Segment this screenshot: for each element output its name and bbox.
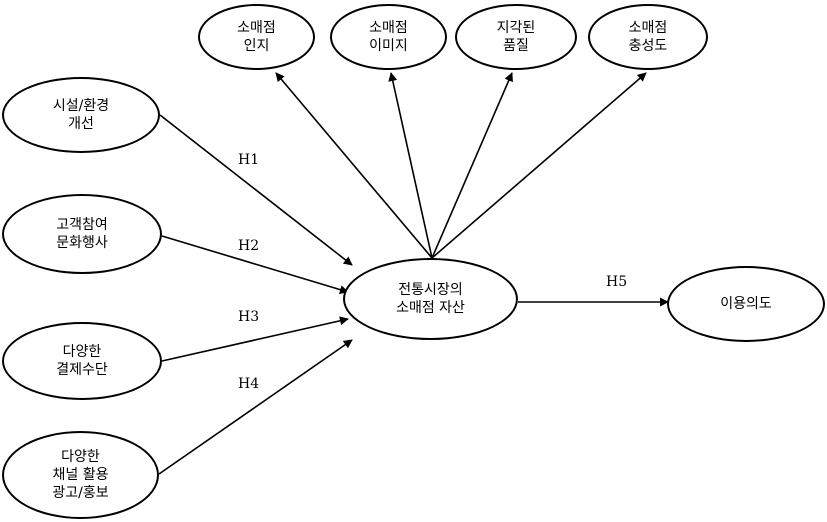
label-h5: H5 — [606, 274, 628, 290]
node-payment-methods: 다양한 결제수단 — [2, 322, 162, 400]
node-usage-intention: 이용의도 — [667, 266, 825, 342]
node-line: 품질 — [503, 38, 529, 54]
node-line: 이용의도 — [720, 296, 772, 312]
node-line: 채널 활용 — [52, 467, 109, 483]
node-line: 고객참여 — [56, 217, 108, 233]
edge-payment-methods-to-traditional-market-equity — [161, 316, 349, 362]
node-line: 다양한 — [61, 449, 100, 465]
node-traditional-market-equity: 전통시장의 소매점 자산 — [343, 258, 518, 340]
edge-traditional-market-equity-to-store-awareness — [275, 72, 433, 259]
node-line: 이미지 — [369, 38, 408, 54]
node-line: 결제수단 — [56, 362, 108, 378]
edge-traditional-market-equity-to-store-loyalty — [431, 72, 647, 259]
edge-channel-advertising-to-traditional-market-equity — [158, 339, 353, 475]
label-h3: H3 — [238, 309, 260, 325]
edge-customer-events-to-traditional-market-equity — [161, 235, 349, 294]
node-line: 지각된 — [496, 20, 536, 36]
edge-traditional-market-equity-to-perceived-quality — [431, 72, 513, 259]
edge-traditional-market-equity-to-store-image — [388, 72, 433, 259]
node-line: 시설/환경 — [52, 98, 110, 114]
label-h2: H2 — [238, 238, 260, 254]
node-customer-events: 고객참여 문화행사 — [2, 194, 162, 274]
node-facility-improvement: 시설/환경 개선 — [2, 77, 160, 153]
node-line: 광고/홍보 — [52, 485, 109, 501]
node-store-loyalty: 소매점 충성도 — [588, 4, 708, 70]
node-line: 소매점 — [237, 20, 276, 36]
node-line: 인지 — [243, 38, 270, 54]
node-line: 개선 — [68, 116, 94, 132]
label-h4: H4 — [238, 376, 260, 392]
node-line: 충성도 — [628, 38, 668, 54]
node-store-image: 소매점 이미지 — [330, 4, 447, 70]
node-line: 소매점 자산 — [396, 300, 465, 316]
edge-facility-improvement-to-traditional-market-equity — [159, 114, 353, 266]
node-perceived-quality: 지각된 품질 — [455, 4, 577, 70]
node-channel-advertising: 다양한 채널 활용 광고/홍보 — [2, 431, 159, 519]
node-line: 문화행사 — [56, 235, 108, 251]
node-line: 전통시장의 — [398, 282, 463, 298]
node-store-awareness: 소매점 인지 — [198, 4, 315, 70]
node-line: 다양한 — [62, 344, 102, 360]
label-h1: H1 — [238, 152, 260, 168]
node-line: 소매점 — [369, 20, 408, 36]
node-line: 소매점 — [628, 20, 668, 36]
